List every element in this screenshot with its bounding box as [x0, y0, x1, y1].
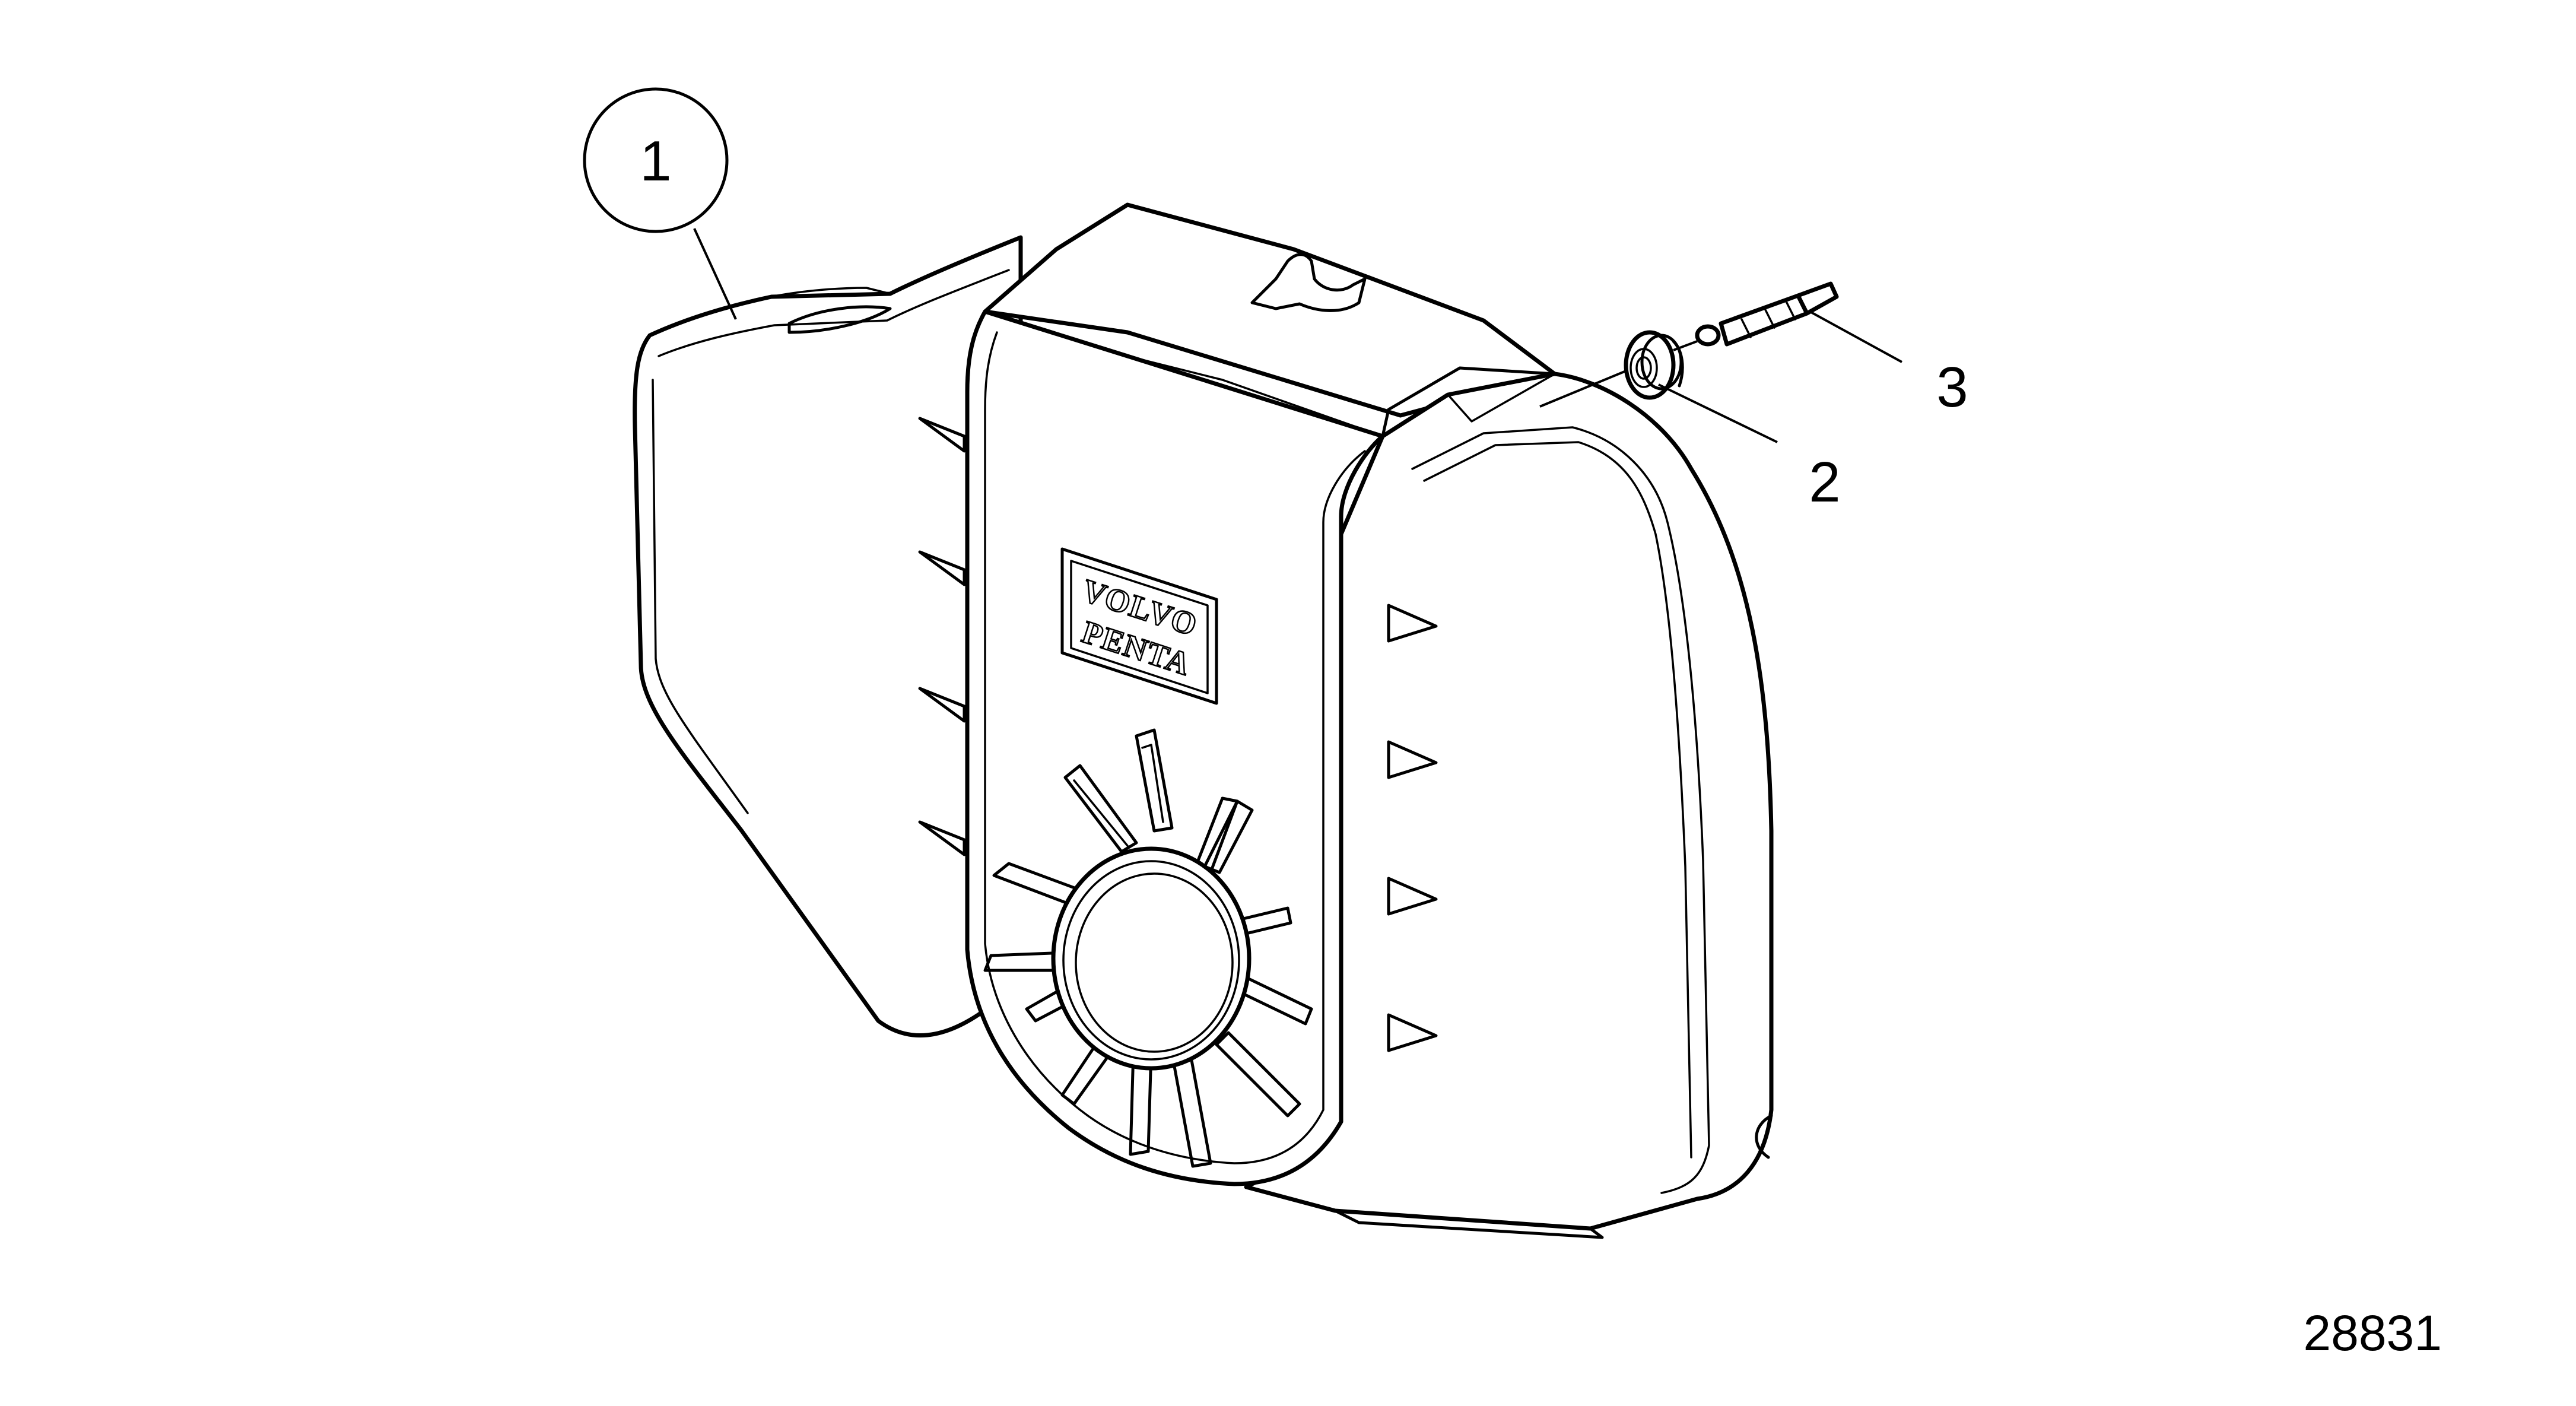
leader-lines	[693, 228, 1902, 443]
leader-line-pin-to-grommet	[1673, 340, 1698, 351]
rear-rib-set	[918, 417, 966, 856]
callout-2-label: 2	[1809, 450, 1840, 514]
leader-line-grommet-to-cover	[1539, 370, 1627, 408]
callout-3-label: 3	[1936, 356, 1968, 419]
cover-right-body	[1244, 372, 1774, 1231]
cover-rear-shell	[633, 235, 1023, 1038]
timing-belt-cover: VOLVO PENTA	[633, 202, 1774, 1239]
leader-line-3	[1809, 310, 1902, 363]
cover-rear-inner-edge	[658, 269, 1010, 357]
side-rib-set	[1387, 604, 1438, 1052]
pin-part	[1695, 281, 1839, 347]
cover-right-inner-rim-2	[1423, 441, 1692, 1159]
cover-rear-side-edge	[652, 379, 749, 814]
cover-center-hub	[1051, 846, 1252, 1071]
cover-right-notch	[1755, 1114, 1773, 1159]
cover-right-rear-edge	[1333, 1209, 1604, 1239]
figure-number: 28831	[2303, 1305, 2442, 1361]
cover-right-top-facet	[1381, 366, 1557, 438]
cover-right-inner-rim	[1411, 426, 1710, 1194]
cover-top-cap	[983, 202, 1557, 418]
callout-1-label: 1	[640, 129, 671, 193]
callout-1: 1	[583, 87, 729, 233]
rear-top-ridge	[770, 287, 891, 298]
leader-line-1	[693, 228, 737, 320]
callout-1-circle	[583, 87, 729, 233]
top-clip	[1250, 253, 1367, 312]
cover-right-facet-line	[1447, 373, 1556, 423]
rear-top-slot	[787, 305, 892, 334]
cover-front-face-rim	[984, 331, 1366, 1164]
leader-line-2	[1658, 383, 1778, 443]
grommet-part	[1624, 330, 1684, 400]
